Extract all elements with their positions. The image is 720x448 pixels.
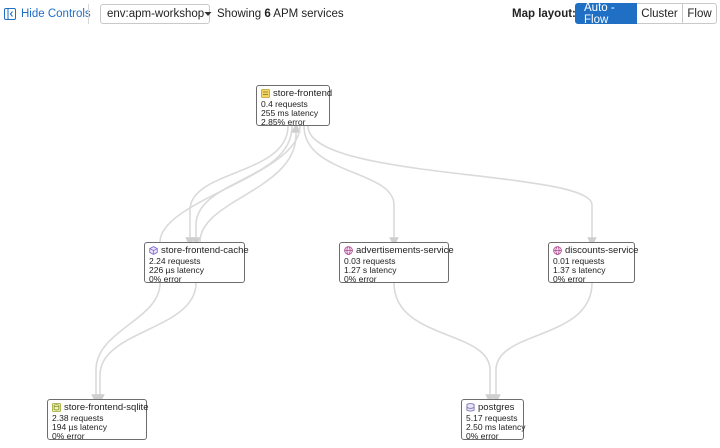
web-service-icon	[261, 89, 270, 98]
error-stat: 0% error	[149, 274, 182, 284]
error-stat: 0% error	[553, 274, 586, 284]
edge-ads-to-postgres	[393, 282, 495, 404]
edge-cache-to-frontend	[199, 123, 301, 243]
requests-stat: 0.01 requests	[553, 256, 605, 266]
service-node-store-frontend-cache[interactable]: store-frontend-cache 2.24 requests 226 µ…	[144, 242, 249, 284]
hide-controls-button[interactable]: Hide Controls	[4, 5, 91, 23]
env-select[interactable]: env:apm-workshop	[100, 4, 212, 24]
service-node-store-frontend-sqlite[interactable]: store-frontend-sqlite 2.38 requests 194 …	[47, 399, 149, 441]
services-count: 6	[264, 8, 271, 20]
service-name: store-frontend	[273, 88, 333, 99]
error-stat: 0% error	[52, 431, 85, 441]
edge-frontend-to-ads	[303, 125, 399, 247]
database-icon	[466, 403, 475, 412]
edge-frontend-to-sqlite	[159, 125, 301, 243]
toolbar: Hide Controls env:apm-workshop Showing 6…	[0, 0, 720, 28]
map-layout-toggle: Auto - Flow Cluster Flow	[575, 2, 717, 26]
cache-icon	[149, 246, 158, 255]
globe-icon	[344, 246, 353, 255]
service-name: advertisements-service	[356, 245, 454, 256]
env-select-value: env:apm-workshop	[107, 8, 205, 20]
service-name: postgres	[478, 402, 515, 413]
map-layout-label: Map layout:	[512, 8, 576, 20]
layout-flow-button[interactable]: Flow	[683, 3, 717, 24]
layout-cluster-button[interactable]: Cluster	[637, 3, 683, 24]
latency-stat: 2.50 ms latency	[466, 422, 526, 432]
error-stat: 0% error	[466, 431, 499, 441]
error-stat: 0% error	[344, 274, 377, 284]
caret-down-icon	[204, 8, 212, 20]
edge-cache-to-sqlite-a	[91, 282, 161, 404]
latency-stat: 1.27 s latency	[344, 265, 397, 275]
service-node-store-frontend[interactable]: store-frontend 0.4 requests 255 ms laten…	[256, 85, 333, 127]
service-name: store-frontend-cache	[161, 245, 249, 256]
service-node-postgres[interactable]: postgres 5.17 requests 2.50 ms latency 0…	[461, 399, 526, 441]
service-name: store-frontend-sqlite	[64, 402, 149, 413]
error-stat: 2.85% error	[261, 117, 306, 127]
latency-stat: 226 µs latency	[149, 265, 204, 275]
service-node-discounts-service[interactable]: discounts-service 0.01 requests 1.37 s l…	[548, 242, 639, 284]
edge-cache-to-sqlite-b	[95, 282, 197, 404]
requests-stat: 2.24 requests	[149, 256, 201, 266]
requests-stat: 5.17 requests	[466, 413, 518, 423]
collapse-panel-icon	[4, 8, 16, 20]
service-name: discounts-service	[565, 245, 639, 256]
edge-frontend-to-discounts	[307, 125, 597, 247]
latency-stat: 255 ms latency	[261, 108, 319, 118]
latency-stat: 1.37 s latency	[553, 265, 606, 275]
database-icon	[52, 403, 61, 412]
toolbar-divider	[88, 4, 89, 24]
latency-stat: 194 µs latency	[52, 422, 107, 432]
services-count-text: Showing 6 APM services	[217, 8, 344, 20]
requests-stat: 0.4 requests	[261, 99, 308, 109]
edge-discounts-to-postgres	[491, 282, 593, 404]
globe-icon	[553, 246, 562, 255]
hide-controls-label: Hide Controls	[21, 8, 91, 20]
requests-stat: 2.38 requests	[52, 413, 104, 423]
service-node-advertisements-service[interactable]: advertisements-service 0.03 requests 1.2…	[339, 242, 454, 284]
requests-stat: 0.03 requests	[344, 256, 396, 266]
layout-auto-flow-button[interactable]: Auto - Flow	[575, 2, 637, 26]
edge-frontend-to-cache-a	[185, 125, 289, 247]
